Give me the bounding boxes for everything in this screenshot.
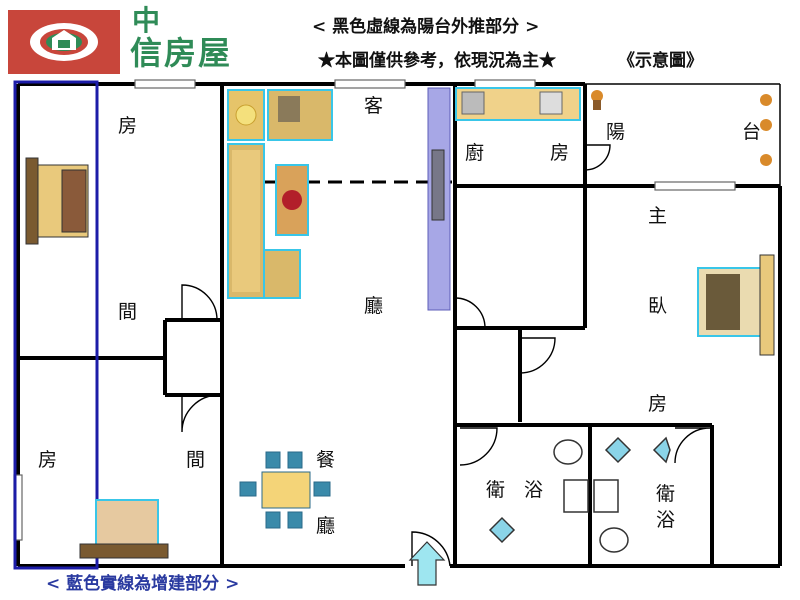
room-label-bath2-1: 衛 (656, 483, 676, 505)
schematic-note: 《示意圖》 (618, 51, 703, 71)
disclaimer-note: ★本圖僅供參考，依現況為主★ (318, 51, 556, 71)
balcony-outline (585, 83, 781, 186)
room-label-bath1-1: 衛 (486, 479, 506, 501)
tv-icon (431, 149, 445, 221)
balcony-note: < 黑色虛線為陽台外推部分 > (312, 17, 540, 37)
bathroom-fixtures-icon (488, 436, 671, 553)
room-label-living-1: 客 (364, 95, 384, 117)
interior-walls (18, 84, 714, 566)
room-label-bedroom-left-top-1: 房 (118, 115, 138, 137)
room-label-balcony-1: 陽 (606, 121, 626, 143)
kitchen-counter-icon (455, 87, 581, 121)
room-label-master-3: 房 (648, 393, 668, 415)
room-label-master-1: 主 (648, 205, 668, 227)
windows (13, 79, 736, 541)
logo-emblem-icon (30, 23, 98, 61)
blue-line-note: < 藍色實線為增建部分 > (46, 574, 240, 594)
balcony-plants-icon (591, 90, 772, 166)
bed-left-top-icon (25, 157, 89, 245)
bed-master-icon (697, 254, 775, 356)
extension-blue-outline (13, 80, 99, 570)
brand-name-line1: 中 (132, 4, 161, 37)
sofa-set-icon (227, 89, 333, 299)
room-label-dining-2: 廳 (316, 515, 336, 537)
dining-table-icon (239, 451, 331, 529)
room-label-bedroom-left-bottom-2: 間 (186, 449, 206, 471)
room-label-bath2-2: 浴 (656, 509, 676, 531)
brand-logo-mark (8, 10, 120, 74)
bed-left-bottom-icon (79, 499, 169, 559)
room-label-kitchen-2: 房 (550, 142, 570, 164)
room-label-kitchen-1: 廚 (465, 142, 485, 164)
room-label-dining-1: 餐 (316, 449, 336, 471)
room-label-bath1-2: 浴 (524, 479, 544, 501)
room-label-bedroom-left-top-2: 間 (118, 301, 138, 323)
room-label-living-2: 廳 (364, 295, 384, 317)
doors (181, 144, 711, 567)
room-label-bedroom-left-bottom-1: 房 (38, 449, 58, 471)
room-label-master-2: 臥 (648, 295, 668, 317)
entrance-arrow-icon (408, 541, 446, 586)
room-label-balcony-2: 台 (742, 121, 762, 143)
brand-name-line2: 信房屋 (130, 34, 233, 72)
